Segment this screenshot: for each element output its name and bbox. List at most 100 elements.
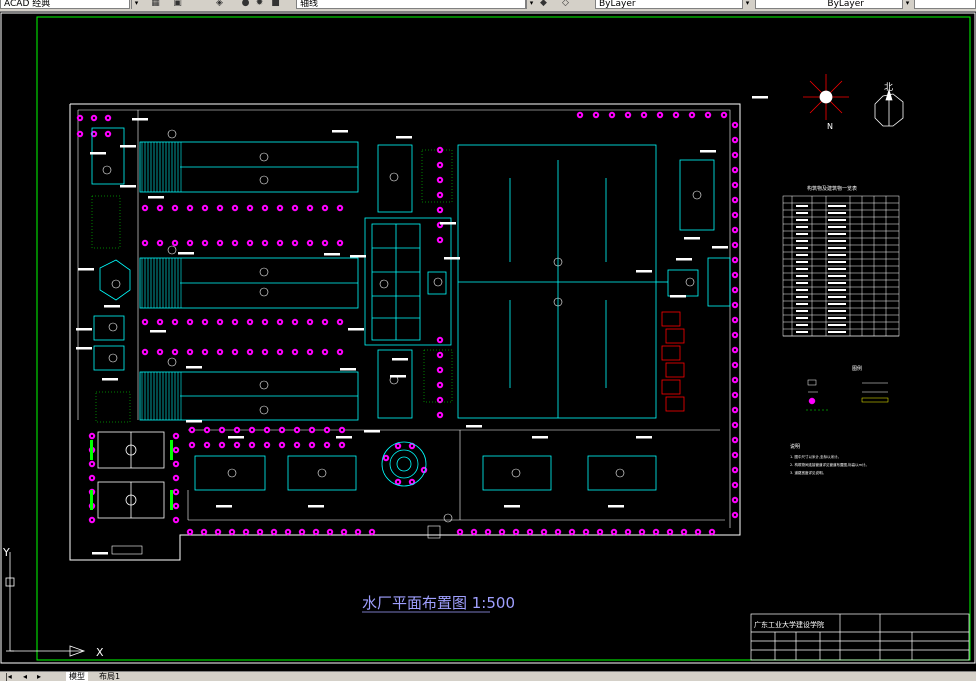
- chevron-down-icon[interactable]: ▾: [902, 0, 912, 9]
- tab-nav-prev-icon[interactable]: ◂: [23, 672, 28, 681]
- unit-number-marker: [615, 468, 625, 478]
- legend-title: 图例: [852, 365, 862, 372]
- chevron-down-icon[interactable]: ▾: [526, 0, 536, 9]
- parking-stall: [661, 345, 681, 361]
- table-cell-text: [828, 310, 846, 312]
- tree-icon: [276, 348, 284, 356]
- tree-icon: [652, 528, 660, 536]
- table-cell-text: [828, 296, 846, 298]
- tree-icon: [276, 318, 284, 326]
- tree-icon: [568, 528, 576, 536]
- unit-number-marker: [167, 245, 177, 255]
- tree-icon: [688, 111, 696, 119]
- unit-number-marker: [167, 129, 177, 139]
- annotation-mark: [364, 430, 380, 433]
- table-cell-text: [796, 226, 808, 228]
- linetype-dropdown[interactable]: ByLayer: [595, 0, 745, 9]
- make-current-icon[interactable]: ◆: [540, 0, 547, 8]
- tree-icon: [228, 528, 236, 536]
- annotation-mark: [104, 305, 120, 308]
- tree-icon: [291, 204, 299, 212]
- unit-number-marker: [259, 267, 269, 277]
- tree-icon: [656, 111, 664, 119]
- tree-icon: [704, 111, 712, 119]
- annotation-mark: [636, 270, 652, 273]
- tree-icon: [512, 528, 520, 536]
- tree-icon: [576, 111, 584, 119]
- annotation-mark: [78, 268, 94, 271]
- tree-icon: [141, 318, 149, 326]
- table-cell-text: [796, 219, 808, 221]
- chevron-down-icon[interactable]: ▾: [742, 0, 752, 9]
- compass-rose-icon: [803, 74, 849, 120]
- tree-icon: [436, 176, 444, 184]
- workspace-dropdown[interactable]: ACAD 经典: [0, 0, 130, 9]
- annotation-mark: [120, 185, 136, 188]
- tree-icon: [201, 348, 209, 356]
- layer-properties-icon[interactable]: ◈: [216, 0, 223, 8]
- tree-icon: [261, 318, 269, 326]
- table-cell-text: [796, 289, 808, 291]
- parking-stall: [665, 396, 685, 412]
- light-bulb-icon[interactable]: ●: [241, 0, 250, 8]
- chevron-down-icon[interactable]: ▾: [131, 0, 141, 9]
- tree-icon: [731, 406, 739, 414]
- layer-manager-icon[interactable]: ▦: [151, 0, 160, 8]
- tree-icon: [326, 528, 334, 536]
- layer-state-icon[interactable]: ▣: [173, 0, 182, 8]
- tree-icon: [188, 426, 196, 434]
- table-cell-text: [828, 233, 846, 235]
- tree-icon: [308, 441, 316, 449]
- layer-previous-icon[interactable]: ◇: [562, 0, 569, 8]
- table-cell-text: [796, 303, 808, 305]
- tab-model[interactable]: 模型: [66, 672, 88, 681]
- table-cell-text: [828, 324, 846, 326]
- table-cell-text: [828, 268, 846, 270]
- tree-icon: [354, 528, 362, 536]
- tree-icon: [171, 348, 179, 356]
- layer-dropdown[interactable]: 轴线: [296, 0, 526, 9]
- annotation-mark: [676, 258, 692, 261]
- tree-icon: [436, 381, 444, 389]
- parking-stall: [665, 328, 685, 344]
- lineweight-dropdown-value: ByLayer: [827, 0, 864, 9]
- tree-icon: [640, 111, 648, 119]
- tree-icon: [731, 121, 739, 129]
- tree-icon: [172, 446, 180, 454]
- parking-stall: [661, 379, 681, 395]
- tree-icon: [246, 239, 254, 247]
- table-cell-text: [796, 205, 808, 207]
- tree-icon: [596, 528, 604, 536]
- unit-number-marker: [111, 279, 121, 289]
- tree-icon: [394, 442, 402, 450]
- tree-icon: [218, 426, 226, 434]
- tree-icon: [156, 204, 164, 212]
- sun-freeze-icon[interactable]: ✹: [255, 0, 264, 8]
- clear-water-reservoir: [457, 144, 657, 419]
- tab-layout1[interactable]: 布局1: [99, 672, 121, 681]
- lineweight-dropdown[interactable]: ByLayer: [755, 0, 905, 9]
- tab-nav-next-icon[interactable]: ▸: [37, 672, 42, 681]
- tab-nav-first-icon[interactable]: |◂: [5, 672, 12, 681]
- tree-icon: [321, 348, 329, 356]
- tree-icon: [88, 460, 96, 468]
- tree-icon: [336, 318, 344, 326]
- tree-icon: [76, 130, 84, 138]
- structure-table: [782, 195, 900, 337]
- tree-icon: [261, 204, 269, 212]
- annotation-mark: [392, 358, 408, 361]
- tree-icon: [276, 239, 284, 247]
- layer-dropdown-value: 轴线: [300, 0, 319, 9]
- unit-number-marker: [259, 175, 269, 185]
- drawing-canvas[interactable]: N 北 构筑物及建筑物一览表 图例 说明 1. 图中尺寸以米计,坐标以米计。 2…: [0, 12, 976, 671]
- annotation-mark: [752, 96, 768, 99]
- lock-icon[interactable]: ■: [271, 0, 280, 8]
- note-line: 1. 图中尺寸以米计,坐标以米计。: [790, 454, 841, 459]
- annotation-mark: [466, 425, 482, 428]
- plotstyle-dropdown[interactable]: [914, 0, 976, 9]
- annotation-mark: [120, 145, 136, 148]
- tree-icon: [694, 528, 702, 536]
- tree-icon: [436, 336, 444, 344]
- ucs-y-label: Y: [2, 546, 10, 559]
- tree-icon: [263, 426, 271, 434]
